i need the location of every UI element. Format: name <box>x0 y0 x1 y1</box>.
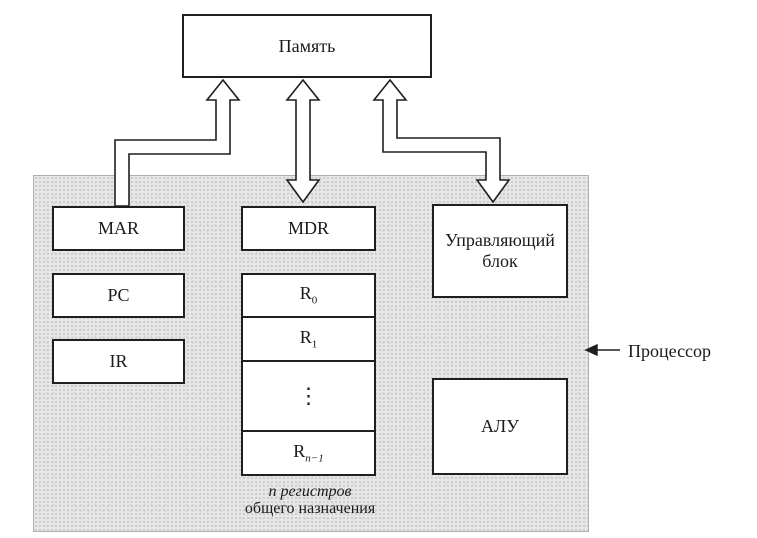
control-unit-line2: блок <box>482 251 518 271</box>
control-unit-line1: Управляющий <box>445 230 555 251</box>
ir-label: IR <box>109 351 128 372</box>
pc-label: PC <box>107 285 130 306</box>
ellipsis-label: ⋮ <box>297 383 320 409</box>
mar-label: MAR <box>97 218 139 239</box>
memory-label: Память <box>278 35 336 56</box>
alu-label: АЛУ <box>481 416 519 437</box>
r0-label: R0 <box>299 283 318 307</box>
control-bus-arrow <box>372 78 511 204</box>
alu-block: АЛУ <box>432 378 568 475</box>
mdr-register: MDR <box>241 206 376 251</box>
pc-register: PC <box>52 273 185 318</box>
register-rn-1: Rn−1 <box>241 430 376 476</box>
ir-register: IR <box>52 339 185 384</box>
mar-register: MAR <box>52 206 185 251</box>
gpr-caption: n регистров общего назначения <box>244 483 376 517</box>
address-bus-arrow <box>114 78 241 207</box>
r1-label: R1 <box>299 326 318 351</box>
control-unit-block: Управляющий блок <box>432 204 568 298</box>
processor-label: Процессор <box>628 341 712 361</box>
processor-pointer-arrow <box>584 343 620 357</box>
mdr-label: MDR <box>287 218 329 239</box>
memory-block: Память <box>182 14 432 78</box>
data-bus-arrow <box>285 78 321 204</box>
rn-label: Rn−1 <box>293 440 324 465</box>
